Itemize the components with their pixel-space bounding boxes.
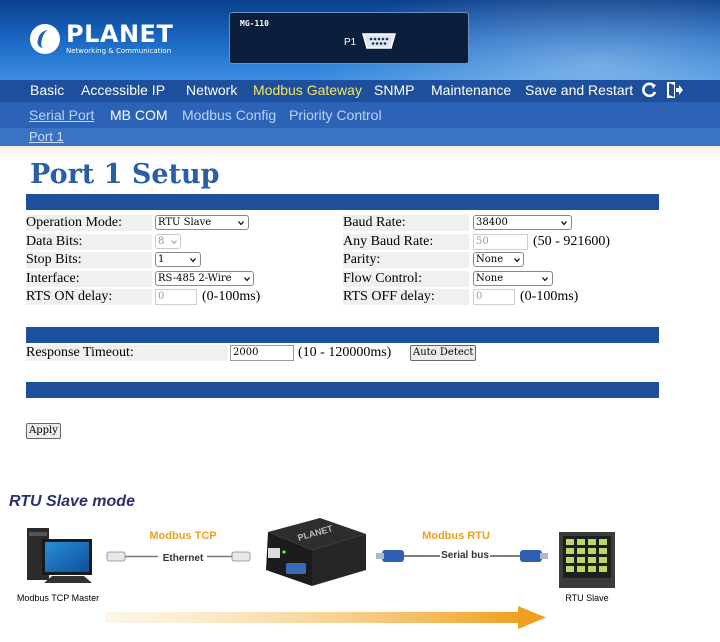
breadcrumb: Port 1 bbox=[0, 128, 720, 146]
chevron-down-icon bbox=[542, 277, 548, 282]
parity-select[interactable]: None bbox=[473, 252, 524, 267]
subnav-priority-control[interactable]: Priority Control bbox=[289, 107, 382, 123]
nav-accessible-ip[interactable]: Accessible IP bbox=[81, 82, 166, 98]
device-port-label: P1 bbox=[344, 37, 357, 48]
subnav-mb-com[interactable]: MB COM bbox=[110, 107, 168, 123]
device-panel: MG-110 P1 bbox=[229, 12, 469, 64]
rts-off-delay-hint: (0-100ms) bbox=[520, 289, 579, 304]
operation-mode-select[interactable]: RTU Slave bbox=[155, 215, 249, 230]
auto-detect-button[interactable]: Auto Detect bbox=[410, 345, 477, 361]
baud-rate-value: 38400 bbox=[476, 217, 508, 228]
data-bits-select[interactable]: 8 bbox=[155, 234, 181, 249]
response-timeout-label: Response Timeout: bbox=[26, 345, 228, 361]
serial-bus-label: Serial bus bbox=[441, 550, 489, 561]
sub-nav: Serial Port MB COM Modbus Config Priorit… bbox=[0, 102, 720, 128]
nav-modbus-gateway[interactable]: Modbus Gateway bbox=[253, 82, 362, 98]
rts-off-delay-label: RTS OFF delay: bbox=[343, 289, 469, 305]
refresh-icon[interactable] bbox=[640, 81, 658, 99]
ethernet-label: Ethernet bbox=[163, 553, 204, 564]
planet-logo-icon bbox=[30, 24, 60, 54]
modbus-tcp-label: Modbus TCP bbox=[149, 530, 216, 542]
rts-on-delay-label: RTS ON delay: bbox=[26, 289, 152, 305]
nav-save-and-restart[interactable]: Save and Restart bbox=[525, 82, 634, 98]
page-title: Port 1 Setup bbox=[30, 159, 220, 190]
logout-icon[interactable] bbox=[664, 80, 684, 100]
subnav-serial-port[interactable]: Serial Port bbox=[29, 107, 95, 123]
nav-basic[interactable]: Basic bbox=[30, 82, 65, 98]
response-timeout-input[interactable]: 2000 bbox=[230, 345, 294, 361]
apply-button[interactable]: Apply bbox=[26, 423, 61, 439]
stop-bits-select[interactable]: 1 bbox=[155, 252, 201, 267]
chevron-down-icon bbox=[244, 277, 250, 282]
data-bits-value: 8 bbox=[158, 236, 165, 247]
main-nav: Basic Accessible IP Network Modbus Gatew… bbox=[0, 80, 720, 102]
nav-snmp[interactable]: SNMP bbox=[374, 82, 415, 98]
brand-name: PLANET bbox=[66, 20, 174, 48]
rtu-slave-mode-diagram: Modbus TCP Ethernet Modbus RTU Serial bu… bbox=[17, 518, 615, 629]
chevron-down-icon bbox=[238, 221, 244, 226]
flow-control-value: None bbox=[476, 273, 504, 284]
response-timeout-hint: (10 - 120000ms) bbox=[298, 345, 392, 360]
db9-connector-icon bbox=[362, 33, 396, 49]
any-baud-rate-hint: (50 - 921600) bbox=[533, 234, 610, 249]
operation-mode-label: Operation Mode: bbox=[26, 215, 152, 231]
breadcrumb-port-1[interactable]: Port 1 bbox=[29, 129, 64, 144]
chevron-down-icon bbox=[561, 221, 567, 226]
interface-label: Interface: bbox=[26, 271, 152, 287]
diagram-title: RTU Slave mode bbox=[9, 493, 135, 510]
baud-rate-label: Baud Rate: bbox=[343, 215, 469, 231]
rts-off-delay-input[interactable]: 0 bbox=[473, 289, 515, 305]
rtu-slave-label: RTU Slave bbox=[565, 593, 608, 603]
any-baud-rate-input[interactable]: 50 bbox=[473, 234, 528, 250]
chevron-down-icon bbox=[190, 258, 196, 263]
rts-on-delay-hint: (0-100ms) bbox=[202, 289, 261, 304]
stop-bits-value: 1 bbox=[158, 254, 165, 265]
modbus-tcp-master-label: Modbus TCP Master bbox=[17, 593, 99, 603]
brand-tagline: Networking & Communication bbox=[66, 47, 172, 55]
section-header-bar bbox=[26, 382, 659, 398]
chevron-down-icon bbox=[171, 240, 177, 245]
parity-value: None bbox=[476, 254, 504, 265]
baud-rate-select[interactable]: 38400 bbox=[473, 215, 572, 230]
nav-shadow bbox=[0, 146, 720, 158]
parity-label: Parity: bbox=[343, 252, 469, 268]
direction-arrow-icon bbox=[105, 606, 546, 629]
serial-cable-icon bbox=[376, 550, 548, 562]
any-baud-rate-label: Any Baud Rate: bbox=[343, 234, 469, 250]
pc-computer-icon bbox=[27, 528, 92, 583]
flow-control-label: Flow Control: bbox=[343, 271, 469, 287]
section-header-bar bbox=[26, 327, 659, 343]
section-header-bar bbox=[26, 194, 659, 210]
nav-maintenance[interactable]: Maintenance bbox=[431, 82, 512, 98]
ethernet-cable-icon bbox=[106, 551, 251, 562]
nav-network[interactable]: Network bbox=[186, 82, 238, 98]
header-banner: PLANET Networking & Communication MG-110… bbox=[0, 0, 720, 80]
modbus-gateway-device-icon bbox=[266, 518, 366, 586]
device-model: MG-110 bbox=[240, 19, 269, 28]
rts-on-delay-input[interactable]: 0 bbox=[155, 289, 197, 305]
rtu-slave-device-icon bbox=[559, 532, 615, 588]
data-bits-label: Data Bits: bbox=[26, 234, 152, 250]
operation-mode-value: RTU Slave bbox=[158, 217, 212, 228]
planet-logo: PLANET Networking & Communication bbox=[30, 20, 190, 60]
subnav-modbus-config[interactable]: Modbus Config bbox=[182, 107, 277, 123]
chevron-down-icon bbox=[514, 258, 520, 263]
stop-bits-label: Stop Bits: bbox=[26, 252, 152, 268]
flow-control-select[interactable]: None bbox=[473, 271, 553, 286]
interface-value: RS-485 2-Wire bbox=[158, 273, 232, 284]
interface-select[interactable]: RS-485 2-Wire bbox=[155, 271, 254, 286]
modbus-rtu-label: Modbus RTU bbox=[422, 530, 490, 542]
